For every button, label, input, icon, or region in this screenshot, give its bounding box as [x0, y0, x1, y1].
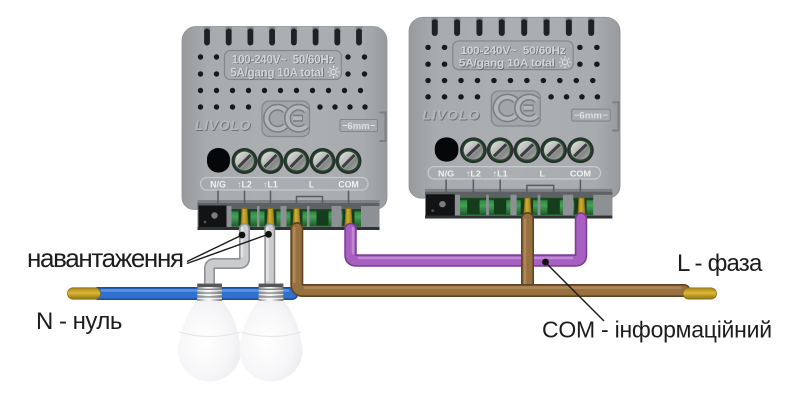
- svg-text:L - фаза: L - фаза: [677, 250, 763, 277]
- svg-text:100-240V~ 50/60Hz: 100-240V~ 50/60Hz: [233, 55, 336, 67]
- svg-text:навантаження: навантаження: [27, 243, 183, 273]
- svg-text:100-240V~ 50/60Hz: 100-240V~ 50/60Hz: [232, 55, 335, 67]
- svg-text:6mm: 6mm: [347, 121, 369, 132]
- svg-text:COM - інформаційний: COM - інформаційний: [542, 317, 772, 343]
- svg-text:LIVOLO: LIVOLO: [195, 118, 251, 133]
- svg-text:↑L2: ↑L2: [237, 179, 252, 189]
- svg-text:N/G: N/G: [210, 179, 226, 189]
- svg-text:5A/gang 10A total: 5A/gang 10A total: [231, 68, 324, 80]
- svg-text:↑L1: ↑L1: [263, 179, 278, 189]
- svg-text:L: L: [309, 179, 315, 189]
- svg-text:COM: COM: [338, 179, 359, 189]
- svg-text:5A/gang 10A total: 5A/gang 10A total: [230, 68, 323, 80]
- svg-text:N - нуль: N - нуль: [36, 308, 122, 335]
- svg-text:LIVOLO: LIVOLO: [196, 119, 252, 134]
